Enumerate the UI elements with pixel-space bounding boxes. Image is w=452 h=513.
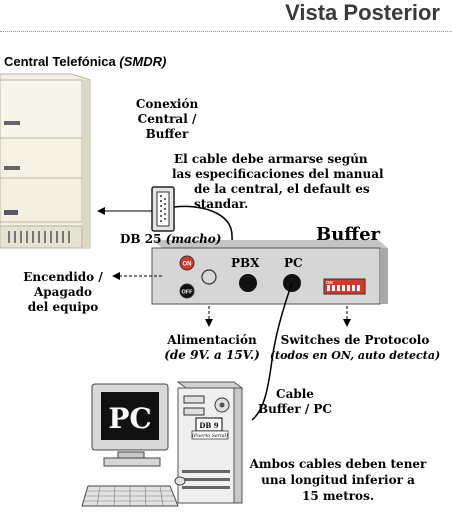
cable-pc-line-2: Buffer / PC	[258, 402, 332, 416]
central-label-smdr: (SMDR)	[119, 54, 167, 69]
switches-label: Switches de Protocolo (todos en ON, auto…	[262, 333, 448, 363]
length-note-line-1: Ambos cables deben tener	[249, 457, 427, 471]
cable-note-line-3: de la central, el default es standar.	[194, 182, 370, 211]
length-note-line-3: 15 metros.	[301, 489, 374, 503]
db25-label-name: DB 25	[120, 232, 162, 246]
cable-note: El cable debe armarse según las especifi…	[168, 152, 418, 212]
cable-note-line-2: las especificaciones del manual	[172, 167, 384, 181]
cable-note-line-1: El cable debe armarse según	[174, 152, 368, 166]
phone-central-cabinet	[0, 73, 91, 249]
off-button[interactable]	[179, 283, 195, 299]
pbx-port-label: PBX	[231, 256, 260, 270]
pc-port-label: PC	[284, 256, 303, 270]
keyboard	[81, 485, 179, 507]
buffer-title: Buffer	[316, 224, 381, 245]
mouse	[174, 476, 186, 486]
power-label: Encendido / Apagado del equipo	[2, 270, 124, 315]
power-line-2: del equipo	[27, 300, 99, 314]
page-title: Vista Posterior	[285, 0, 440, 25]
alimentacion-line-2: (de 9V. a 15V.)	[164, 348, 260, 362]
pc-cable	[251, 282, 293, 421]
cable-pc-line-1: Cable	[276, 387, 314, 401]
conexion-label: Conexión Central / Buffer	[122, 97, 212, 142]
db25-connector	[151, 186, 175, 232]
dip-switch-block[interactable]	[323, 278, 366, 295]
power-jack	[201, 269, 217, 285]
pc-tower	[176, 381, 244, 504]
monitor-screen-label: PC	[108, 402, 151, 435]
power-line-1: Encendido / Apagado	[23, 270, 103, 299]
length-note: Ambos cables deben tener una longitud in…	[240, 456, 436, 504]
alimentacion-label: Alimentación (de 9V. a 15V.)	[152, 333, 272, 363]
switches-line-2: (todos en ON, auto detecta)	[269, 349, 441, 362]
conexion-line-1: Conexión	[135, 97, 199, 111]
central-label-name: Central Telefónica	[4, 54, 116, 69]
switches-line-1: Switches de Protocolo	[280, 333, 430, 347]
alimentacion-line-1: Alimentación	[167, 333, 257, 347]
on-button[interactable]	[179, 255, 195, 271]
db9-sub-label: (Puerto Serial)	[192, 432, 228, 439]
dip-on-label: ON	[326, 280, 333, 285]
off-button-label: OFF	[182, 290, 194, 296]
central-label: Central Telefónica (SMDR)	[4, 54, 166, 69]
cable-pc-label: Cable Buffer / PC	[250, 387, 340, 417]
db25-label: DB 25 (macho)	[120, 232, 222, 247]
title-divider	[0, 31, 452, 32]
conexion-line-2: Central / Buffer	[137, 112, 197, 141]
on-button-label: ON	[183, 262, 192, 268]
pc-monitor	[91, 383, 169, 467]
pbx-port	[239, 274, 257, 292]
db25-label-qualifier: (macho)	[165, 232, 222, 246]
length-note-line-2: una longitud inferior a	[261, 473, 415, 487]
db9-label: DB 9	[199, 421, 218, 430]
